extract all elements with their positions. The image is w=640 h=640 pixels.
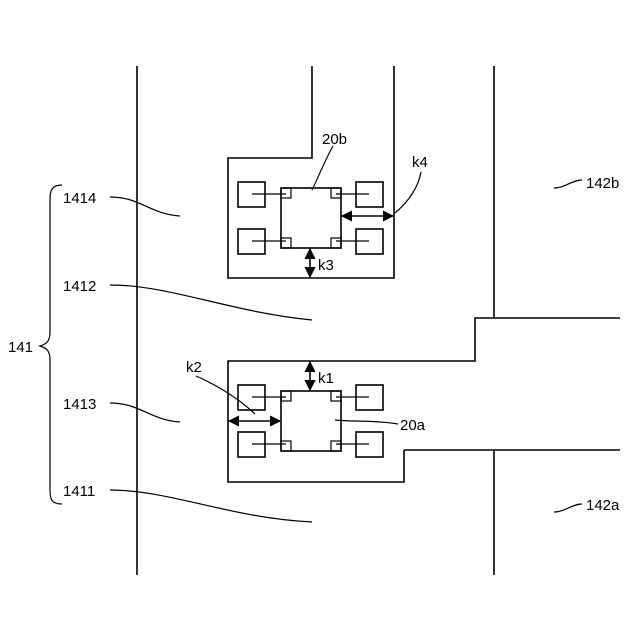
leader-1413 <box>110 403 180 422</box>
leader-1411 <box>110 490 312 522</box>
wiring-142b-outline <box>228 318 620 482</box>
label-20a: 20a <box>400 417 426 434</box>
leader-20b <box>312 146 333 190</box>
leader-142b <box>554 180 582 188</box>
label-1414: 1414 <box>63 190 96 207</box>
label-1413: 1413 <box>63 396 96 413</box>
chip-20b <box>238 182 383 254</box>
label-k4: k4 <box>412 154 428 171</box>
leader-1412 <box>110 285 312 320</box>
leader-142a <box>554 504 582 512</box>
label-142a: 142a <box>586 497 620 514</box>
leader-20a <box>335 420 398 424</box>
brace-141 <box>40 185 62 504</box>
label-1411: 1411 <box>63 483 95 500</box>
leader-k2 <box>196 376 255 414</box>
label-142b: 142b <box>586 175 619 192</box>
leader-k4 <box>395 172 421 213</box>
label-141: 141 <box>8 339 33 356</box>
upper-region-outline <box>228 66 394 278</box>
leader-1414 <box>110 197 180 216</box>
label-k3: k3 <box>318 257 334 274</box>
label-k2: k2 <box>186 359 202 376</box>
label-20b: 20b <box>322 131 347 148</box>
label-k1: k1 <box>318 370 334 387</box>
label-1412: 1412 <box>63 278 96 295</box>
